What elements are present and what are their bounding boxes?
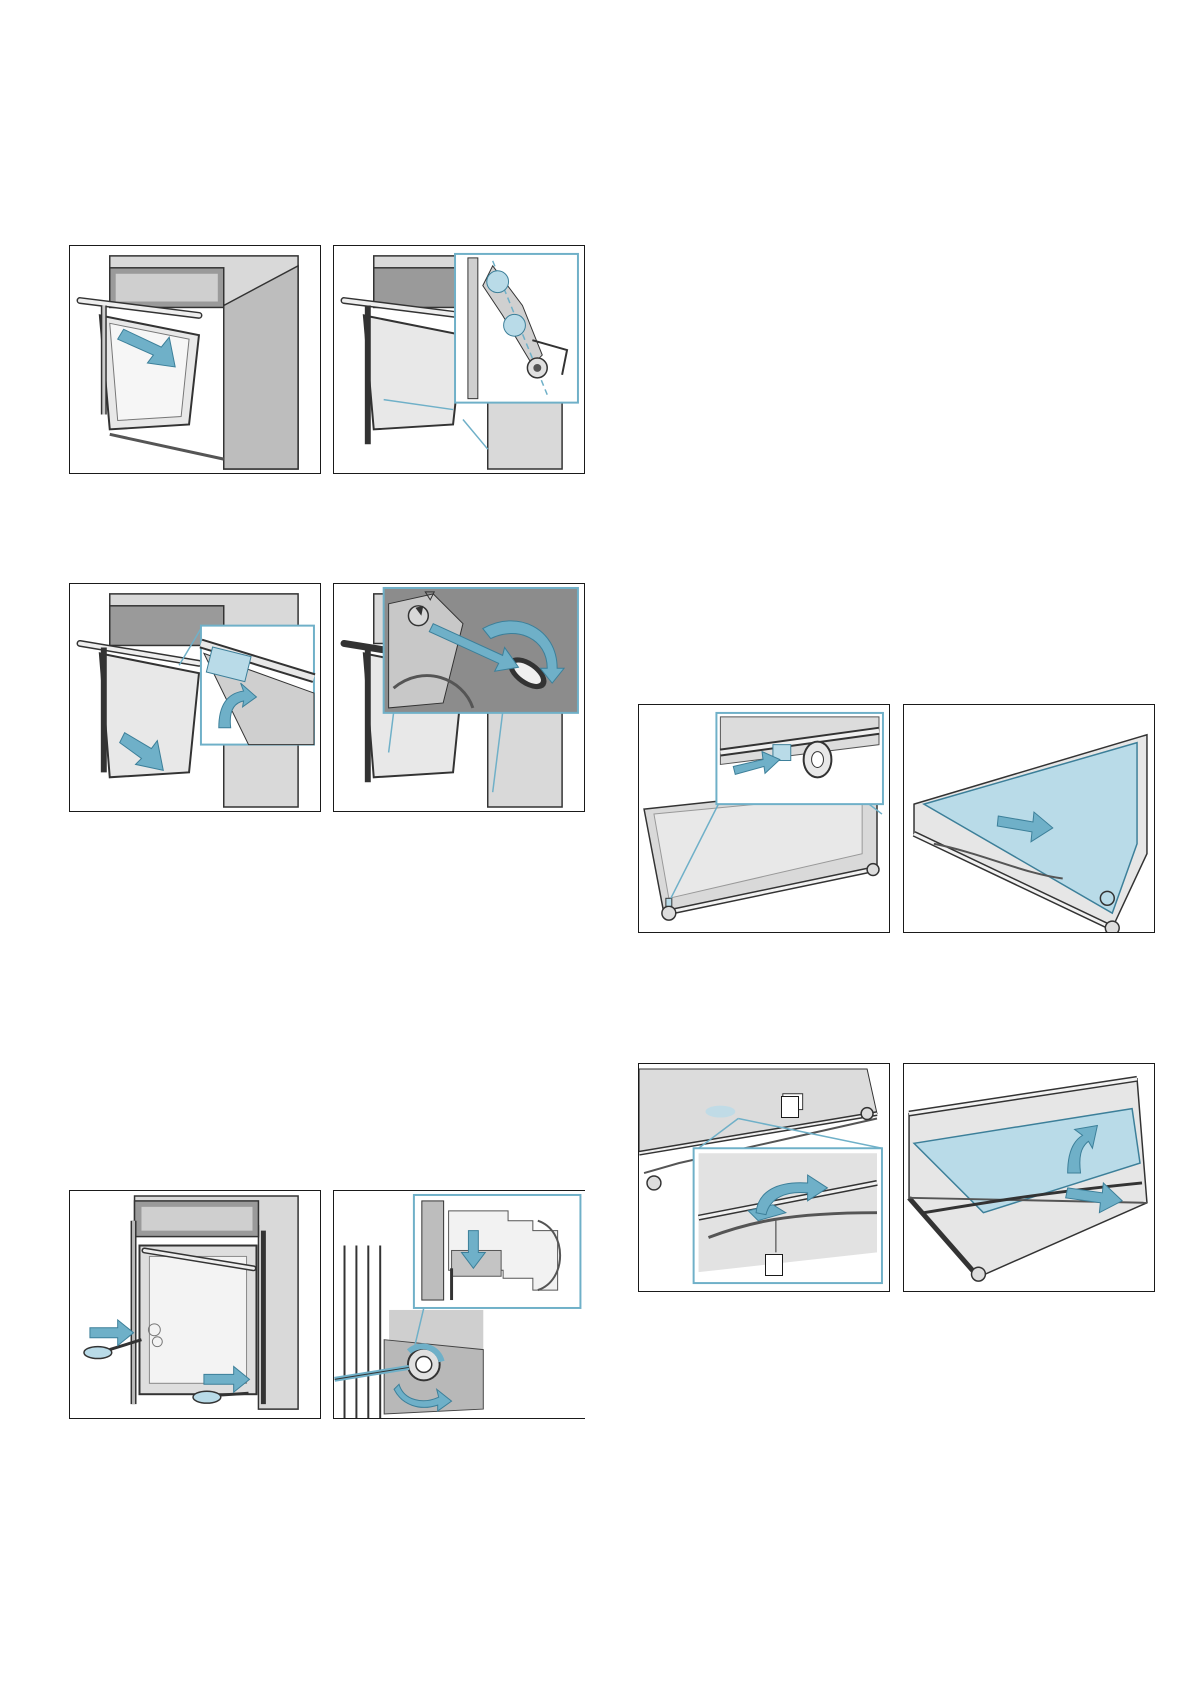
callout-box: [781, 1096, 799, 1118]
figure-glass-clip: [638, 704, 890, 933]
figure-glass-insert: [903, 1063, 1155, 1292]
illustration-hinge-detail: [334, 246, 584, 473]
figure-screwdriver: [69, 1190, 321, 1419]
illustration-hinge-screw: [334, 1191, 585, 1418]
callout-box: [765, 1254, 783, 1276]
illustration-door-open: [70, 246, 320, 473]
illustration-glass-clip: [639, 705, 889, 932]
illustration-glass-slide: [904, 705, 1154, 932]
figure-hinge-cap: [333, 583, 585, 812]
marker-circle: [487, 271, 509, 293]
illustration-screwdriver: [70, 1191, 320, 1418]
illustration-hinge-cap: [334, 584, 584, 811]
figure-glass-slide: [903, 704, 1155, 933]
screwdriver-handle: [193, 1391, 221, 1403]
illustration-handle-clip: [70, 584, 320, 811]
marker-circle: [504, 314, 526, 336]
direction-arrow: [90, 1320, 134, 1346]
illustration-glass-insert: [904, 1064, 1154, 1291]
illustration-seal-clip: [639, 1064, 889, 1291]
figure-hinge-detail: [333, 245, 585, 474]
figure-hinge-screw: [333, 1190, 585, 1419]
figure-seal-clip: [638, 1063, 890, 1292]
figure-door-open: [69, 245, 321, 474]
screwdriver-handle: [84, 1347, 112, 1359]
figure-handle-clip: [69, 583, 321, 812]
